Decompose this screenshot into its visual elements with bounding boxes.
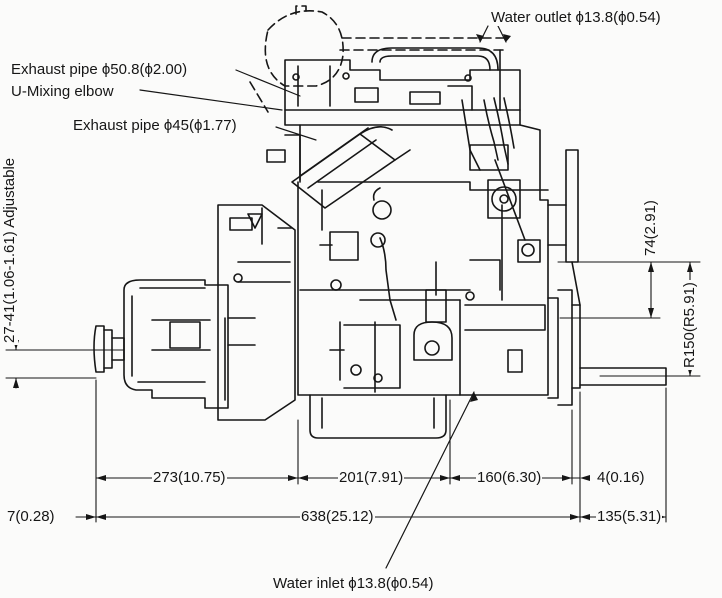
exhaust-elbow: [266, 126, 411, 209]
oil-pan: [309, 394, 447, 439]
label-leaders: [139, 25, 507, 569]
exhaust-pipe-large-label: Exhaust pipe ϕ50.8(ϕ2.00): [10, 61, 189, 78]
output-flange: [93, 325, 125, 373]
dipstick-tube: [370, 187, 397, 321]
dimension-adjustable: 27-41(1.06-1.61) Adjustable: [1, 155, 18, 345]
marine-gear: [123, 279, 256, 409]
engine-block: [297, 124, 549, 396]
u-mixing-elbow-label: U-Mixing elbow: [10, 83, 115, 100]
dimension-638: 638(25.12): [300, 508, 375, 525]
dimension-135: 135(5.31): [596, 508, 663, 525]
exhaust-pipe-small-label: Exhaust pipe ϕ45(ϕ1.77): [72, 117, 238, 134]
flywheel-housing: [217, 204, 296, 421]
dimension-201: 201(7.91): [338, 469, 405, 486]
cylinder-head: [284, 47, 521, 126]
dimension-7: 7(0.28): [6, 508, 56, 525]
dimension-4: 4(0.16): [596, 469, 646, 486]
dimension-273: 273(10.75): [152, 469, 227, 486]
dimension-74: 74(2.91): [642, 198, 659, 258]
alternator: [487, 159, 541, 263]
front-pulley: [547, 149, 667, 406]
dimension-160: 160(6.30): [476, 469, 543, 486]
water-inlet-label: Water inlet ϕ13.8(ϕ0.54): [272, 575, 435, 592]
dimension-r150: R150(R5.91): [681, 280, 698, 370]
water-outlet-label: Water outlet ϕ13.8(ϕ0.54): [490, 9, 662, 26]
fuel-pipes: [461, 97, 515, 171]
